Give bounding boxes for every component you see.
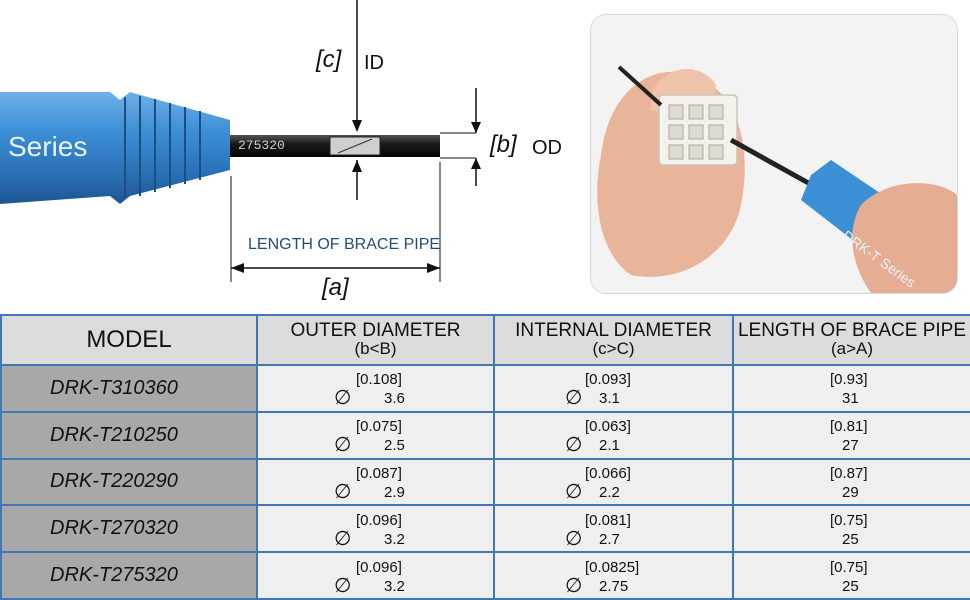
dim-label-a: [a]	[322, 274, 349, 301]
mm-value: 25	[842, 577, 859, 595]
inch-value: [0.066]	[585, 464, 631, 482]
header-length-title: LENGTH OF BRACE PIPE	[737, 320, 967, 341]
tool-pin	[729, 137, 823, 193]
dim-word-id: ID	[364, 52, 384, 74]
diameter-symbol-icon: ∅	[565, 387, 583, 410]
model-cell: DRK-T275320	[0, 551, 258, 600]
header-model: MODEL	[0, 314, 258, 366]
mm-value: 2.9	[384, 483, 405, 501]
table-row: DRK-T210250[0.075]∅2.5[0.063]∅2.1[0.81]2…	[0, 410, 970, 460]
inch-value: [0.096]	[356, 558, 402, 576]
mm-value: 3.2	[384, 530, 405, 548]
mm-value: 3.1	[599, 390, 620, 408]
tool-handle	[0, 92, 230, 204]
mm-value: 3.6	[384, 390, 405, 408]
diameter-symbol-icon: ∅	[334, 574, 352, 597]
internal-diameter-cell: [0.081]∅ 2.7	[493, 504, 734, 554]
model-cell: DRK-T210250	[0, 410, 258, 460]
header-internal-diameter: INTERNAL DIAMETER (c>C)	[493, 314, 734, 366]
header-length: LENGTH OF BRACE PIPE (a>A)	[732, 314, 970, 366]
mm-value: 2.7	[599, 530, 620, 548]
diameter-symbol-icon: ∅	[334, 527, 352, 550]
length-cell: [0.75]25	[732, 551, 970, 600]
length-cell: [0.75]25	[732, 504, 970, 554]
internal-diameter-cell: [0.063]∅ 2.1	[493, 410, 734, 460]
table-header-row: MODEL OUTER DIAMETER (b<B) INTERNAL DIAM…	[0, 314, 970, 366]
right-hand-shape	[852, 183, 957, 293]
internal-diameter-cell: [0.066]∅ 2.2	[493, 457, 734, 507]
length-caption: LENGTH OF BRACE PIPE	[248, 236, 441, 253]
internal-diameter-cell: [0.0825]∅ 2.75	[493, 551, 734, 600]
mm-value: 2.5	[384, 437, 405, 455]
outer-diameter-cell: [0.096]∅ 3.2	[256, 504, 495, 554]
outer-diameter-cell: [0.075]∅ 2.5	[256, 410, 495, 460]
header-internal-title: INTERNAL DIAMETER	[515, 320, 712, 341]
length-cell: [0.93]31	[732, 364, 970, 413]
diameter-symbol-icon: ∅	[565, 434, 583, 457]
header-internal-sub: (c>C)	[592, 339, 635, 358]
header-length-sub: (a>A)	[830, 339, 874, 358]
table-row: DRK-T220290[0.087]∅2.9[0.066]∅2.2[0.87]2…	[0, 457, 970, 507]
tool-dimension-diagram: Series 275320 [c] ID [b] OD LENGTH OF BR…	[0, 0, 580, 312]
pipe-marking-text: 275320	[238, 138, 285, 153]
inch-value: [0.81]	[830, 418, 868, 436]
diameter-symbol-icon: ∅	[334, 434, 352, 457]
outer-diameter-cell: [0.108]∅ 3.6	[256, 364, 495, 413]
hand-holding-connector-illustration	[591, 15, 957, 293]
mm-value: 27	[842, 437, 859, 455]
handle-series-text: Series	[8, 131, 88, 162]
header-outer-title: OUTER DIAMETER	[290, 320, 461, 341]
mm-value: 29	[842, 483, 859, 501]
inch-value: [0.108]	[356, 371, 402, 389]
dim-label-b: [b]	[490, 131, 517, 158]
inch-value: [0.081]	[585, 511, 631, 529]
dim-label-c: [c]	[316, 46, 342, 73]
mm-value: 2.75	[599, 577, 629, 595]
diameter-symbol-icon: ∅	[565, 574, 583, 597]
inch-value: [0.075]	[356, 418, 402, 436]
mm-value: 25	[842, 530, 859, 548]
tool-drawing	[0, 0, 481, 282]
header-outer-diameter: OUTER DIAMETER (b<B)	[256, 314, 495, 366]
dim-word-od: OD	[532, 137, 562, 159]
inch-value: [0.75]	[830, 511, 868, 529]
internal-diameter-cell: [0.093]∅ 3.1	[493, 364, 734, 413]
outer-diameter-cell: [0.096]∅ 3.2	[256, 551, 495, 600]
outer-diameter-cell: [0.087]∅ 2.9	[256, 457, 495, 507]
table-row: DRK-T310360[0.108]∅3.6[0.093]∅3.1[0.93]3…	[0, 364, 970, 413]
diameter-symbol-icon: ∅	[334, 480, 352, 503]
table-row: DRK-T275320[0.096]∅3.2[0.0825]∅2.75[0.75…	[0, 551, 970, 600]
usage-photo: DRK-T Series	[590, 14, 958, 294]
mm-value: 2.1	[599, 437, 620, 455]
model-cell: DRK-T220290	[0, 457, 258, 507]
model-cell: DRK-T270320	[0, 504, 258, 554]
table-row: DRK-T270320[0.096]∅3.2[0.081]∅2.7[0.75]2…	[0, 504, 970, 554]
model-cell: DRK-T310360	[0, 364, 258, 413]
mm-value: 3.2	[384, 577, 405, 595]
spec-table: MODEL OUTER DIAMETER (b<B) INTERNAL DIAM…	[0, 314, 970, 600]
inch-value: [0.087]	[356, 464, 402, 482]
length-cell: [0.87]29	[732, 457, 970, 507]
header-outer-sub: (b<B)	[354, 339, 397, 358]
inch-value: [0.093]	[585, 371, 631, 389]
inch-value: [0.0825]	[585, 558, 640, 576]
inch-value: [0.096]	[356, 511, 402, 529]
mm-value: 31	[842, 390, 859, 408]
diameter-symbol-icon: ∅	[565, 480, 583, 503]
handle-grip-ridges	[124, 96, 201, 198]
mm-value: 2.2	[599, 483, 620, 501]
inch-value: [0.87]	[830, 464, 868, 482]
length-cell: [0.81]27	[732, 410, 970, 460]
inch-value: [0.75]	[830, 558, 868, 576]
inch-value: [0.063]	[585, 418, 631, 436]
diameter-symbol-icon: ∅	[334, 387, 352, 410]
inch-value: [0.93]	[830, 371, 868, 389]
diameter-symbol-icon: ∅	[565, 527, 583, 550]
